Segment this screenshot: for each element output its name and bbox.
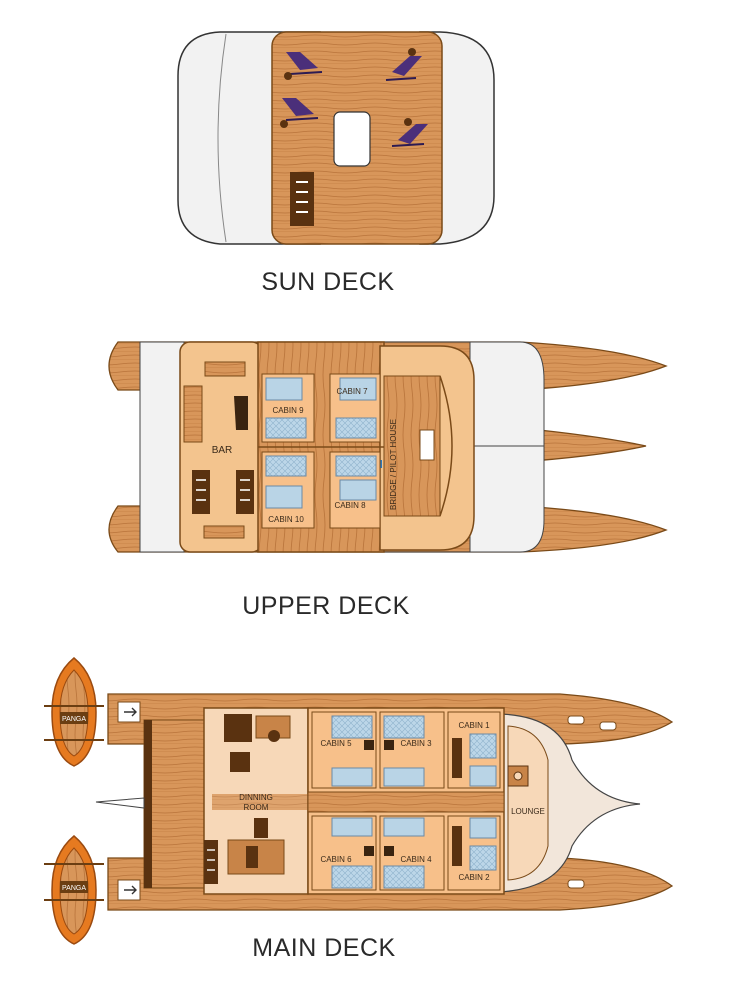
upper-stern-awning — [139, 341, 185, 553]
bed — [265, 485, 303, 509]
cabin-8-label: CABIN 8 — [334, 501, 366, 510]
cabin-4-label: CABIN 4 — [400, 855, 432, 864]
upper-foredeck-bottom — [380, 445, 545, 553]
nightstand — [384, 846, 394, 856]
cabin-2: CABIN 2 — [447, 815, 501, 891]
bed — [383, 817, 425, 837]
cabin-3: CABIN 3 — [379, 711, 445, 789]
panga-bottom: PANGA — [44, 835, 104, 945]
nightstand — [364, 846, 374, 856]
main-ladder — [204, 840, 218, 884]
cabin-10-label: CABIN 10 — [268, 515, 304, 524]
dining-label-1: DINNING — [239, 793, 273, 802]
main-deck-title: MAIN DECK — [252, 934, 395, 962]
stern-deck — [143, 719, 205, 889]
panga-top: PANGA — [44, 657, 104, 767]
upper-deck: BAR CABIN 9 CABIN 7 CABIN 10 CABIN 8 — [108, 341, 668, 620]
wardrobe — [452, 826, 462, 866]
bed — [331, 767, 373, 787]
bed — [265, 377, 303, 401]
cabin-3-label: CABIN 3 — [400, 739, 432, 748]
stern-boarding — [95, 797, 145, 809]
cabin-6-label: CABIN 6 — [320, 855, 352, 864]
bathroom — [383, 865, 425, 889]
bed — [339, 377, 377, 401]
cabin-9: CABIN 9 — [261, 373, 315, 443]
cabin-1: CABIN 1 — [447, 711, 501, 789]
dining-chair — [254, 818, 268, 838]
cabin-4: CABIN 4 — [379, 815, 445, 891]
dining-table — [230, 752, 250, 772]
bar-bench — [183, 385, 203, 443]
dining-table — [224, 714, 252, 742]
hatch — [599, 721, 617, 731]
upper-deck-title: UPPER DECK — [242, 592, 410, 620]
nightstand — [384, 740, 394, 750]
upper-ladder-right — [236, 470, 254, 514]
hatch — [567, 879, 585, 889]
arrow-right-icon — [124, 707, 137, 717]
bathroom — [335, 455, 377, 477]
bathroom — [469, 733, 497, 759]
cabin-6: CABIN 6 — [311, 815, 377, 891]
cabin-7: CABIN 7 — [329, 373, 381, 443]
bar-label: BAR — [212, 445, 233, 456]
cabin-2-label: CABIN 2 — [458, 873, 490, 882]
sun-deck-title: SUN DECK — [261, 268, 394, 296]
cabin-7-label: CABIN 7 — [336, 387, 368, 396]
bathroom — [331, 865, 373, 889]
stair-opening — [333, 111, 371, 167]
lounge-chair — [391, 118, 428, 147]
ladder-rungs — [296, 181, 308, 213]
cabin-9-label: CABIN 9 — [272, 406, 304, 415]
stern-rail — [144, 720, 152, 888]
bathroom — [265, 417, 307, 439]
panga-top-label: PANGA — [62, 716, 86, 723]
bar-bench-bottom — [203, 525, 245, 539]
dining-label-2: ROOM — [244, 803, 269, 812]
bed — [383, 767, 425, 787]
dining-stool — [268, 730, 280, 742]
lounge-label: LOUNGE — [511, 807, 545, 816]
lounge-chair — [284, 52, 323, 80]
bed — [331, 817, 373, 837]
bed — [469, 817, 497, 839]
arrow-right-icon — [124, 885, 137, 895]
sun-deck: SUN DECK — [177, 31, 495, 296]
bathroom — [469, 845, 497, 871]
lounge-area — [507, 725, 549, 881]
panga-bottom-label: PANGA — [62, 885, 86, 892]
wardrobe — [452, 738, 462, 778]
awning-fold-line — [217, 33, 227, 243]
bathroom — [331, 715, 373, 739]
bridge-console — [439, 375, 453, 517]
nightstand — [364, 740, 374, 750]
bathroom — [335, 417, 377, 439]
bed — [469, 765, 497, 787]
cabin-10: CABIN 10 — [261, 451, 315, 529]
upper-ladder-left — [192, 470, 210, 514]
bridge-label: BRIDGE / PILOT HOUSE — [389, 419, 398, 510]
main-deck: PANGA PANGA LOUNGE — [44, 657, 674, 962]
hatch — [567, 715, 585, 725]
upper-center-bow — [519, 427, 647, 463]
cabin-corridor — [307, 791, 505, 813]
sun-deck-ladder — [290, 172, 314, 226]
cabin-5: CABIN 5 — [311, 711, 377, 789]
bar-counter — [234, 396, 248, 430]
cabin-5-label: CABIN 5 — [320, 739, 352, 748]
cabin-8: CABIN 8 — [329, 451, 381, 529]
cabin-1-label: CABIN 1 — [458, 721, 490, 730]
bed — [339, 479, 377, 501]
bar-counter-top — [204, 361, 246, 377]
lounge-chair — [280, 98, 319, 128]
bathroom — [265, 455, 307, 477]
helm — [419, 429, 435, 461]
bathroom — [383, 715, 425, 739]
lounge-chair — [385, 48, 422, 81]
